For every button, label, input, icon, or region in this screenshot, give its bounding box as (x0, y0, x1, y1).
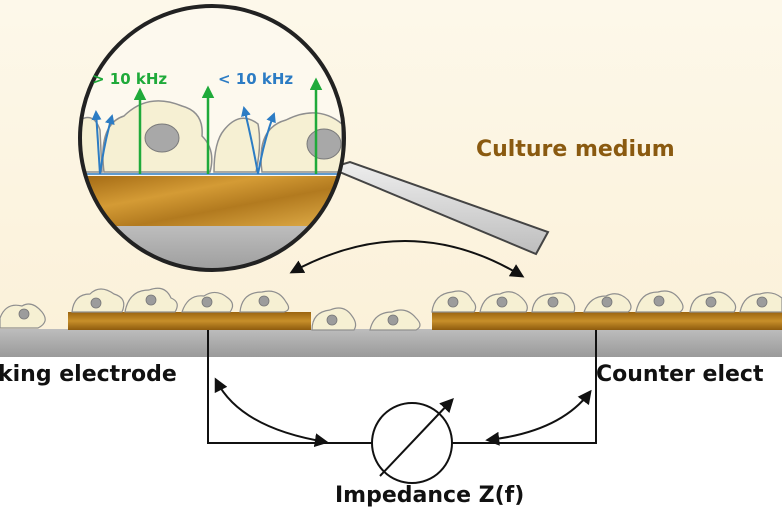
high-frequency-label: > 10 kHz (92, 70, 168, 88)
meter-needle (379, 397, 454, 477)
working-electrode-label: king electrode (0, 362, 177, 387)
counter-electrode-label: Counter elect (596, 362, 764, 387)
measure-arrow-right (485, 389, 592, 446)
zoom-nucleus (144, 123, 180, 153)
magnified-view (80, 6, 344, 270)
substrate (0, 329, 782, 357)
current-path-arrow (289, 240, 525, 278)
zoom-nucleus (306, 128, 342, 160)
culture-medium-label: Culture medium (476, 137, 675, 162)
magnifier-lens (78, 4, 346, 272)
impedance-label: Impedance Z(f) (335, 483, 525, 508)
high-frequency-arrows (133, 77, 323, 174)
low-frequency-label: < 10 kHz (218, 70, 294, 88)
counter-electrode (432, 312, 782, 330)
zoom-cell (213, 117, 261, 173)
zoom-electrode (80, 176, 344, 226)
working-electrode (68, 312, 311, 330)
low-frequency-arrows (91, 106, 276, 175)
measure-arrow-left (214, 377, 329, 448)
cell-nuclei (18, 294, 768, 326)
